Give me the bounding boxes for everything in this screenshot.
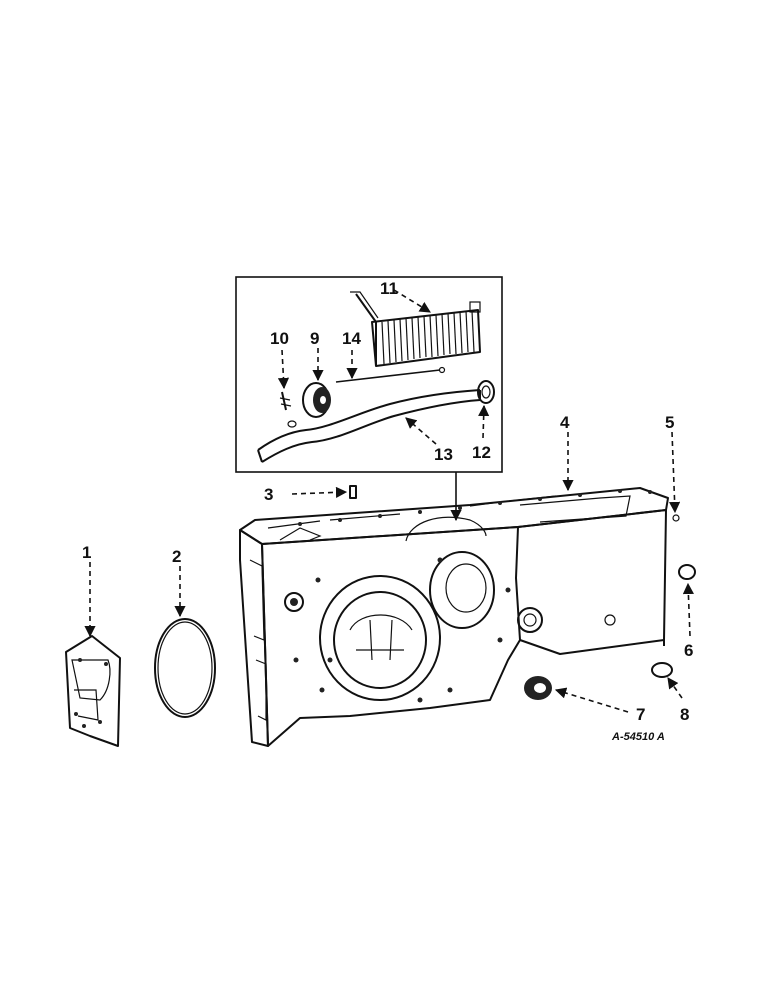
callout-10: 10: [270, 329, 289, 348]
callout-1: 1: [82, 543, 91, 562]
part-8-plug: [651, 662, 673, 678]
part-6-plug: [678, 564, 696, 580]
part-7-seal: [524, 676, 552, 700]
callout-4: 4: [560, 413, 570, 432]
part-11-screen: [350, 291, 481, 367]
part-5-plug: [672, 514, 680, 522]
part-13-shaft: [257, 389, 481, 463]
leader-lines: [84, 289, 694, 713]
callout-11: 11: [380, 279, 398, 298]
part-12-seal: [477, 380, 495, 404]
callout-5: 5: [665, 413, 674, 432]
callout-labels: 1 2 3 4 5 6 7 8 9 10 11 12 13 14: [82, 279, 693, 724]
callout-14: 14: [342, 329, 361, 348]
inset-frame: [235, 276, 503, 473]
callout-9: 9: [310, 329, 319, 348]
main-housing: [239, 487, 669, 747]
part-3-dowel: [349, 485, 357, 499]
part-1-cover: [65, 635, 121, 747]
callout-2: 2: [172, 547, 181, 566]
part-2-gasket: [154, 618, 216, 718]
callout-3: 3: [264, 485, 273, 504]
part-10-pin: [279, 391, 292, 411]
callout-12: 12: [472, 443, 491, 462]
figure-reference-code: A-54510 A: [611, 731, 665, 743]
part-9-bushing: [302, 382, 331, 418]
callout-8: 8: [680, 705, 689, 724]
callout-7: 7: [636, 705, 645, 724]
callout-6: 6: [684, 641, 693, 660]
callout-13: 13: [434, 445, 453, 464]
part-14-rod: [335, 366, 446, 383]
